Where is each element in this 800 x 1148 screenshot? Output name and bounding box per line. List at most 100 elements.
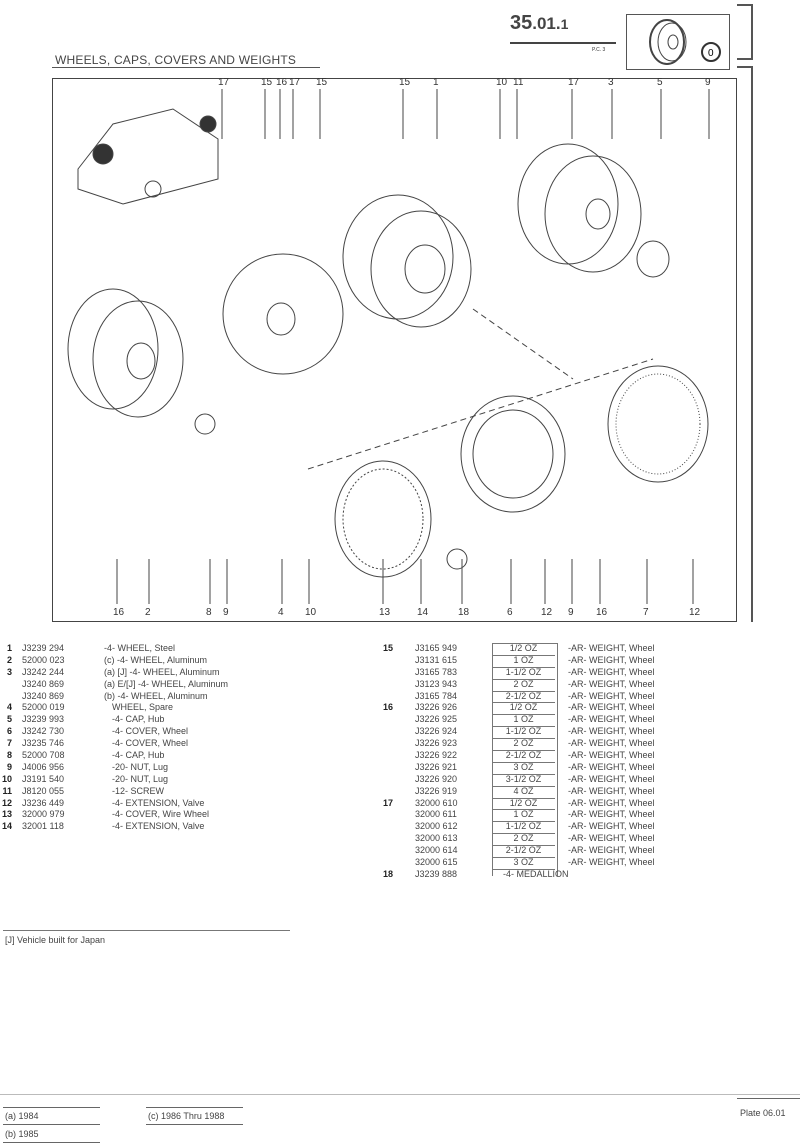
part-pn: J3123 943 [415, 678, 458, 689]
medallion-18 [446, 548, 468, 570]
callout-top: 3 [608, 77, 614, 88]
part-desc: -AR- WEIGHT, Wheel [568, 857, 655, 868]
part-desc: -4- CAP, Hub [112, 714, 165, 725]
part-oz: 4 OZ [492, 786, 555, 799]
part-num: 13 [1, 809, 12, 820]
part-pn: 32000 611 [415, 809, 457, 820]
part-desc: -AR- WEIGHT, Wheel [568, 654, 655, 665]
part-pn: J3226 925 [415, 714, 458, 725]
part-pn: J3226 920 [415, 773, 458, 784]
callout-bottom: 18 [458, 607, 470, 618]
part-pn: J3226 919 [415, 785, 458, 796]
part-desc: (b) -4- WHEEL, Aluminum [104, 690, 208, 701]
part-oz: 2 OZ [492, 833, 555, 847]
part-pn: J3236 449 [22, 797, 65, 808]
part-num: 11 [2, 785, 12, 796]
part-desc: -4- COVER, Wire Wheel [112, 809, 210, 820]
part-desc: -20- NUT, Lug [112, 761, 169, 772]
callout-bottom: 8 [206, 607, 212, 618]
part-pn: J3239 888 [415, 868, 458, 879]
part-desc: -4- WHEEL, Steel [104, 643, 176, 653]
vehicle-icon [77, 108, 219, 205]
part-num: 1 [6, 643, 12, 653]
part-oz: 1-1/2 OZ [492, 821, 555, 835]
cover-6 [460, 395, 566, 513]
callout-bottom: 6 [507, 607, 513, 618]
plate-number: Plate 06.01 [740, 1108, 786, 1118]
part-oz: 1 OZ [492, 809, 555, 823]
part-num: 5 [6, 714, 12, 725]
callout-bottom: 10 [305, 607, 317, 618]
parts-illustration [67, 89, 710, 604]
part-pn: J3235 746 [22, 738, 65, 749]
part-oz: 2-1/2 OZ [492, 845, 555, 859]
part-num: 16 [382, 702, 393, 713]
part-pn: 32000 615 [415, 857, 458, 868]
part-desc: -AR- WEIGHT, Wheel [568, 666, 655, 677]
callout-bottom: 4 [278, 607, 284, 618]
wheel-3-aluminum [517, 143, 642, 273]
part-desc: -AR- WEIGHT, Wheel [568, 785, 655, 796]
part-desc: (a) E/[J] -4- WHEEL, Aluminum [104, 678, 229, 689]
part-pn: J3131 615 [415, 654, 458, 665]
callout-bottom: 12 [689, 607, 701, 618]
callout-top: 17 [289, 77, 301, 88]
part-desc: -AR- WEIGHT, Wheel [568, 797, 655, 808]
part-pn: 32000 979 [22, 809, 65, 820]
part-desc: -4- COVER, Wheel [112, 738, 189, 749]
parts-row: 13 32000 979 -4- COVER, Wire Wheel [0, 809, 380, 821]
part-num: 14 [1, 821, 12, 832]
wheel-thumbnail-icon: 0 [649, 19, 721, 65]
part-pn: 52000 708 [22, 750, 65, 761]
parts-row: 2 52000 023 (c) -4- WHEEL, Aluminum [0, 655, 380, 667]
part-pn: 32000 614 [415, 845, 458, 856]
part-pn: 52000 023 [22, 654, 65, 665]
parts-row: 5 J3239 993 -4- CAP, Hub [0, 714, 380, 726]
part-oz: 1 OZ [492, 655, 555, 668]
callout-bottom: 7 [643, 607, 649, 618]
part-desc: -AR- WEIGHT, Wheel [568, 678, 655, 689]
part-desc: (c) -4- WHEEL, Aluminum [104, 654, 208, 665]
callout-bottom: 2 [145, 607, 151, 618]
part-oz: 3 OZ [492, 857, 555, 870]
part-pn: J8120 055 [22, 785, 65, 796]
part-num: 15 [382, 643, 393, 653]
wheel-2-aluminum [67, 288, 184, 418]
part-num: 2 [6, 654, 12, 665]
part-pn: J3242 244 [22, 666, 65, 677]
part-pn: J3239 993 [22, 714, 65, 725]
callout-bottom: 9 [223, 607, 229, 618]
callout-bottom: 14 [417, 607, 429, 618]
part-oz: 3-1/2 OZ [492, 774, 555, 787]
part-desc: -4- EXTENSION, Valve [112, 797, 205, 808]
hub-cap-8 [194, 413, 216, 435]
part-oz: 3 OZ [492, 762, 555, 775]
callout-top: 9 [705, 77, 711, 88]
callout-top: 11 [513, 77, 524, 88]
part-desc: -4- EXTENSION, Valve [112, 821, 205, 832]
callout-bottom: 13 [379, 607, 391, 618]
thumbnail: 0 [626, 14, 730, 70]
part-pn: J4006 956 [22, 761, 65, 772]
part-num: 10 [1, 773, 12, 784]
part-pn: 32000 613 [415, 833, 458, 844]
callout-top: 10 [496, 77, 508, 88]
part-desc: -AR- WEIGHT, Wheel [568, 809, 655, 820]
parts-row: 32000 611 1 OZ -AR- WEIGHT, Wheel [381, 809, 681, 823]
section-number: 35.01.1 [510, 12, 569, 34]
